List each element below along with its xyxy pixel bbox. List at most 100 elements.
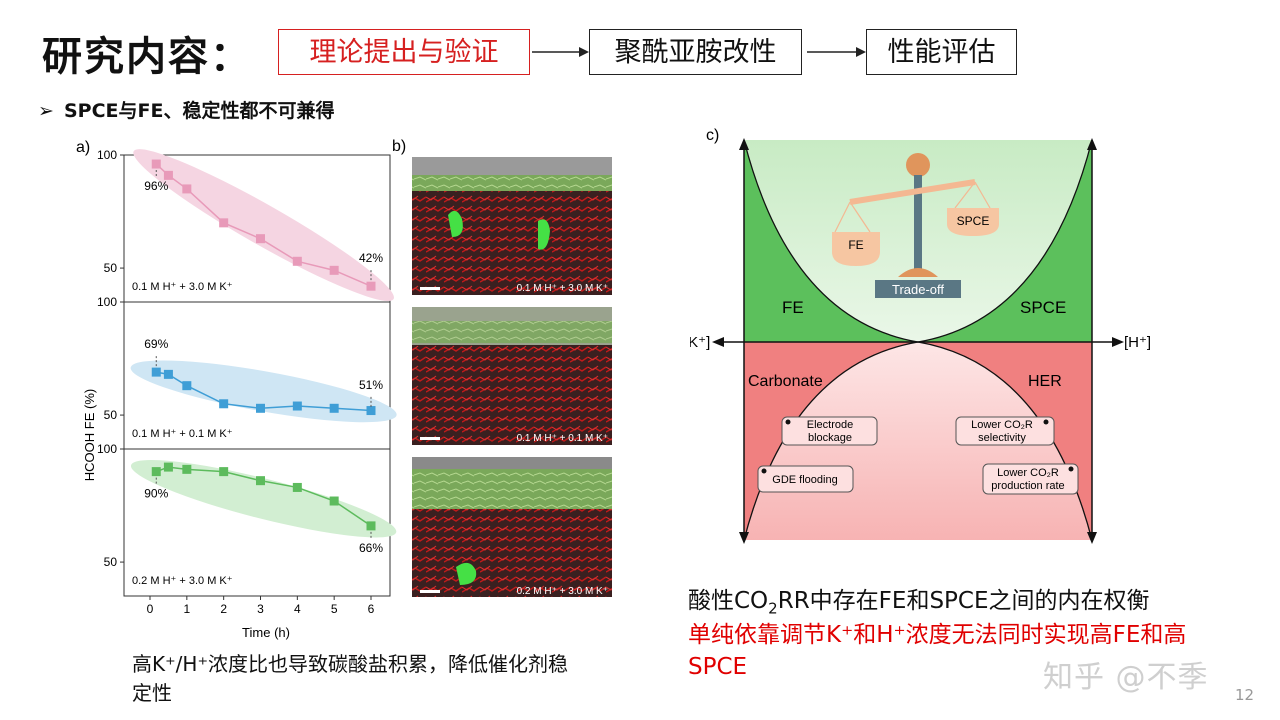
lower-selectivity-line2: selectivity <box>978 432 1026 444</box>
flow-step-modification: 聚酰亚胺改性 <box>589 29 802 75</box>
flow-arrow-1-icon <box>532 47 589 57</box>
bullet-point: ➢ SPCE与FE、稳定性都不可兼得 <box>38 96 335 123</box>
tradeoff-caption-post: RR中存在FE和SPCE之间的内在权衡 <box>777 588 1150 614</box>
flow-arrows <box>532 47 866 57</box>
data-point <box>219 399 229 409</box>
eds-image-3-label: 0.2 M H⁺ + 3.0 M K⁺ <box>517 586 608 597</box>
fe-pan-label: FE <box>848 238 863 252</box>
data-point <box>329 403 339 413</box>
lower-production-line2: production rate <box>991 480 1064 492</box>
trend-band <box>133 149 394 302</box>
conclusion-caption: 单纯依靠调节K⁺和H⁺浓度无法同时实现高FE和高SPCE <box>688 622 1187 680</box>
data-point <box>151 367 161 377</box>
y-tick-label: 50 <box>104 261 118 275</box>
data-point <box>219 218 229 228</box>
bullet-text: SPCE与FE、稳定性都不可兼得 <box>64 100 335 122</box>
data-point <box>292 256 302 266</box>
y-tick-label: 100 <box>97 295 117 309</box>
tradeoff-caption: 酸性CO2RR中存在FE和SPCE之间的内在权衡 <box>688 581 1150 618</box>
annotation-label: 66% <box>359 541 383 555</box>
annotation-label: 96% <box>144 179 168 193</box>
eds-image-3: 0.2 M H⁺ + 3.0 M K⁺ <box>412 457 612 597</box>
panel-c-label: c) <box>706 127 719 144</box>
y-tick-label: 50 <box>104 555 118 569</box>
eds-image-2-label: 0.1 M H⁺ + 0.1 M K⁺ <box>517 433 608 444</box>
flow-step-theory: 理论提出与验证 <box>278 29 530 75</box>
electrode-blockage-line2: blockage <box>808 432 852 444</box>
data-point <box>163 369 173 379</box>
data-point <box>182 381 192 391</box>
data-point <box>292 482 302 492</box>
data-point <box>256 476 265 486</box>
fe-area <box>744 140 918 342</box>
y-tick-label: 100 <box>97 148 117 162</box>
electrode-blockage-box: Electrode blockage <box>781 416 878 446</box>
lower-selectivity-line1: Lower CO₂R <box>971 419 1033 431</box>
annotation-label: 90% <box>144 487 168 501</box>
h-axis-label: [H⁺] <box>1124 334 1151 351</box>
tradeoff-label: Trade-off <box>892 282 944 297</box>
lower-production-box: Lower CO₂R production rate <box>982 463 1079 495</box>
data-point <box>182 464 192 474</box>
data-point <box>163 170 173 180</box>
x-tick-label: 2 <box>220 602 227 616</box>
data-point <box>256 403 265 413</box>
balance-scale-icon <box>832 153 999 298</box>
annotation-label: 51% <box>359 378 383 392</box>
trend-band <box>130 460 397 538</box>
lower-selectivity-box: Lower CO₂R selectivity <box>955 416 1055 446</box>
x-axis-label: Time (h) <box>242 625 290 640</box>
k-axis-label: [K⁺] <box>690 334 710 351</box>
x-tick-label: 3 <box>257 602 264 616</box>
data-point <box>366 406 376 416</box>
carbonate-area <box>744 342 918 540</box>
condition-label: 0.1 M H⁺ + 0.1 M K⁺ <box>132 428 233 440</box>
annotation-label: 42% <box>359 251 383 265</box>
x-tick-label: 4 <box>294 602 301 616</box>
x-tick-label: 6 <box>368 602 375 616</box>
data-point <box>151 467 161 477</box>
panel-c-diagram: c) [K⁺] [H⁺] FE SPCE Carbonate HER FE SP… <box>690 127 1151 544</box>
eds-image-1: 0.1 M H⁺ + 3.0 M K⁺ <box>412 157 612 295</box>
gde-flooding-text: GDE flooding <box>772 474 837 486</box>
y-axis-label: HCOOH FE (%) <box>82 389 97 481</box>
panel-b-images: b) SnClKOC 0.1 M H⁺ + 3.0 M K⁺ 0.1 M H⁺ … <box>392 138 612 597</box>
data-point <box>366 281 376 291</box>
data-point <box>329 265 339 275</box>
condition-label: 0.1 M H⁺ + 3.0 M K⁺ <box>132 281 233 293</box>
carbonate-label: Carbonate <box>748 373 823 390</box>
electrode-blockage-line1: Electrode <box>807 419 853 431</box>
eds-image-2: 0.1 M H⁺ + 0.1 M K⁺ <box>412 307 612 445</box>
annotation-label: 69% <box>144 337 168 351</box>
eds-image-1-label: 0.1 M H⁺ + 3.0 M K⁺ <box>517 283 608 294</box>
data-point <box>163 462 173 472</box>
gde-flooding-box: GDE flooding <box>757 465 854 493</box>
condition-label: 0.2 M H⁺ + 3.0 M K⁺ <box>132 575 233 587</box>
arrow-bullet-icon: ➢ <box>38 100 54 122</box>
x-tick-label: 1 <box>183 602 190 616</box>
panel-b-label: b) <box>392 138 406 155</box>
y-tick-label: 50 <box>104 408 118 422</box>
data-point <box>182 184 192 194</box>
page-number: 12 <box>1235 686 1255 704</box>
tradeoff-caption-pre: 酸性CO <box>688 588 769 614</box>
flow-arrow-2-icon <box>807 47 866 57</box>
data-point <box>292 401 302 411</box>
data-point <box>256 234 265 244</box>
watermark: 知乎 @不季 <box>1043 660 1209 695</box>
panel-a-label: a) <box>76 139 90 156</box>
data-point <box>329 496 339 506</box>
data-point <box>366 521 376 531</box>
x-tick-label: 5 <box>331 602 338 616</box>
her-area <box>918 342 1092 540</box>
x-tick-label: 0 <box>147 602 154 616</box>
flow-step-evaluation: 性能评估 <box>866 29 1017 75</box>
fe-chart-1: 50 100 96% 42% 0.1 M H⁺ + 3.0 M K⁺ <box>97 148 394 303</box>
panel-a-caption: 高K⁺/H⁺浓度比也导致碳酸盐积累，降低催化剂稳定性 <box>132 652 569 705</box>
lower-production-line1: Lower CO₂R <box>997 467 1059 479</box>
fe-label: FE <box>782 298 804 317</box>
slide-title: 研究内容： <box>42 34 252 80</box>
data-point <box>151 159 161 169</box>
